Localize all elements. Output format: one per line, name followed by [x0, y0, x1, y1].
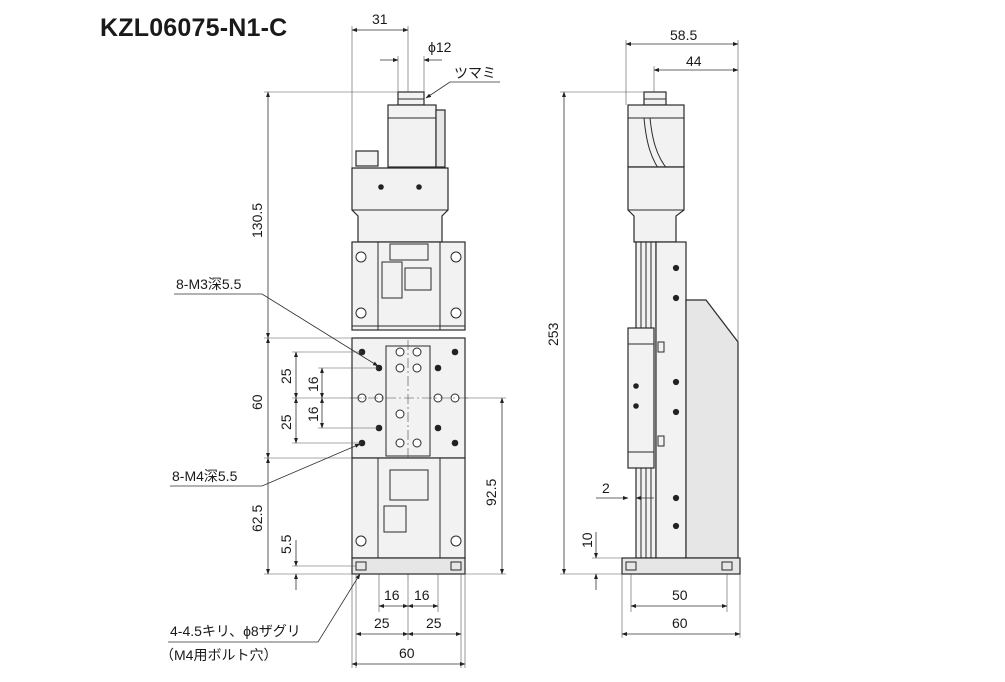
dim-5-5: 5.5: [278, 534, 294, 554]
side-base: [621, 557, 741, 575]
dim-92-5: 92.5: [483, 479, 499, 506]
dim-16-top: 16: [305, 376, 321, 392]
front-dimensions: 31 ϕ12 ツマミ 130.5 60 25 25 16 16: [160, 11, 506, 668]
dim-2: 2: [602, 480, 610, 496]
dim-16-bottom: 16: [305, 406, 321, 422]
side-view: [621, 91, 741, 575]
label-m4: 8-M4深5.5: [172, 468, 238, 484]
dim-bottom-25-left: 25: [374, 615, 390, 631]
dim-130-5: 130.5: [249, 203, 265, 238]
dim-side-60: 60: [672, 615, 688, 631]
dim-50: 50: [672, 587, 688, 603]
side-carriage: [627, 327, 655, 469]
label-holes-line1: 4-4.5キリ、ϕ8ザグリ: [170, 623, 301, 639]
motor-block: [387, 104, 437, 168]
upper-frame: [351, 241, 466, 331]
knob-label: ツマミ: [454, 65, 496, 81]
connector: [355, 150, 379, 167]
side-dimensions: 58.5 44 253 2 10 50 60: [545, 27, 741, 638]
base-plate: [351, 557, 466, 575]
lower-frame: [351, 457, 466, 559]
cable-guard: [435, 109, 446, 168]
dim-62-5: 62.5: [249, 505, 265, 532]
dim-44: 44: [686, 53, 702, 69]
dim-60-block: 60: [249, 394, 265, 410]
dim-25-bottom: 25: [278, 414, 294, 430]
dim-253: 253: [545, 322, 561, 346]
side-slope: [685, 299, 739, 559]
dim-31: 31: [372, 11, 388, 27]
dim-bottom-25-right: 25: [426, 615, 442, 631]
side-body: [655, 241, 687, 559]
front-view: [350, 91, 470, 580]
label-holes-line2: （M4用ボルト穴）: [160, 647, 277, 663]
dim-25-top: 25: [278, 368, 294, 384]
dim-bottom-16-right: 16: [414, 587, 430, 603]
dim-bottom-16-left: 16: [384, 587, 400, 603]
side-mount: [627, 166, 685, 243]
side-motor: [627, 104, 685, 168]
dim-10: 10: [579, 532, 595, 548]
drawing-title: KZL06075-N1-C: [100, 14, 288, 42]
dim-58-5: 58.5: [670, 27, 697, 43]
label-m3: 8-M3深5.5: [176, 276, 242, 292]
dim-bottom-60: 60: [399, 645, 415, 661]
motor-mount: [351, 167, 449, 243]
dim-knob-dia: ϕ12: [428, 39, 452, 55]
